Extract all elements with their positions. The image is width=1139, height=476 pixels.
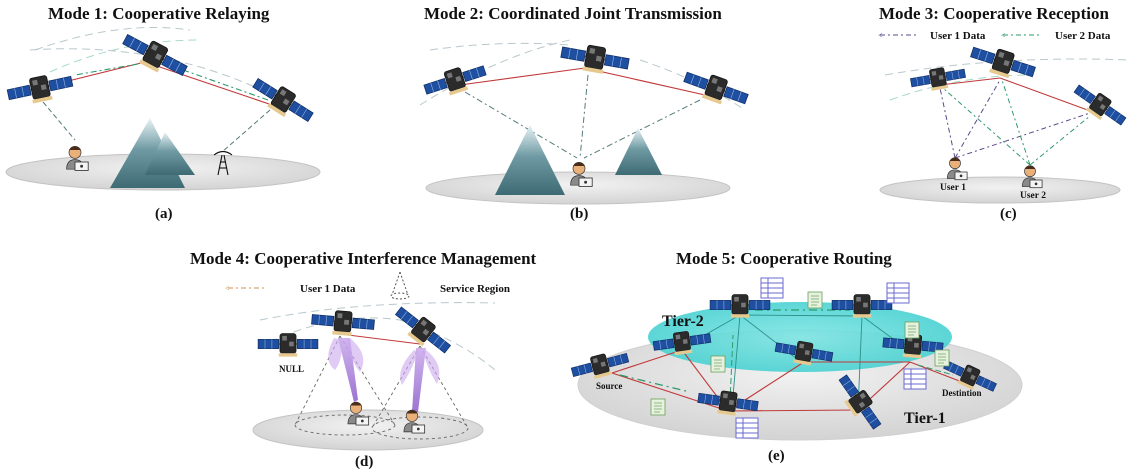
routing-table-icon [760,277,784,299]
panel-b-caption: (b) [570,206,589,222]
panel-c-caption: (c) [1000,206,1017,222]
panel-a-caption: (a) [155,206,173,222]
isl-link [339,333,421,345]
satellite-icon [5,69,76,109]
tier2-label: Tier-2 [662,313,704,330]
data-packet-icon [650,398,666,416]
isl-link [144,61,276,107]
satellite-icon [680,65,752,113]
satellite-icon [1069,79,1130,132]
legend-service-region-label: Service Region [440,283,510,295]
panel-d-caption: (d) [355,454,374,470]
isl-link [584,67,706,96]
panel-b-title: Mode 2: Coordinated Joint Transmission [424,4,722,23]
null-label: NULL [279,364,304,374]
satellite-icon [117,28,191,85]
user-icon [946,157,968,181]
routing-table-icon [886,282,910,304]
satellite-icon [247,72,318,130]
mountain-icon [495,125,662,195]
ground-plane [879,176,1121,204]
mountain-icon [110,118,195,188]
routing-table-icon [903,368,927,390]
panel-a [5,27,321,191]
panel-d: < User 1 Data Service Region NULL [225,271,510,451]
data-packet-icon [904,321,920,339]
satellite-icon [908,63,968,95]
satellite-icon [257,333,319,358]
svg-text:<: < [225,284,230,293]
tier2-plane [648,302,952,372]
legend-user1-label: User 1 Data [300,283,356,295]
legend-user2: < User 2 Data [1001,30,1111,42]
satellite-icon [421,59,490,103]
satellite-icon [558,39,631,79]
data-packet-icon [710,355,726,373]
svg-text:<: < [1001,31,1006,40]
panel-b [419,39,752,205]
beam [412,348,426,412]
service-region-legend-icon [390,271,410,300]
svg-text:<: < [878,31,883,40]
panel-d-title: Mode 4: Cooperative Interference Managem… [190,249,537,268]
routing-table-icon [735,417,759,439]
beam [338,338,358,402]
user-icon [1021,165,1043,189]
panel-a-title: Mode 1: Cooperative Relaying [48,4,270,23]
data-packet-icon [934,349,950,367]
ground-plane [252,409,484,451]
destination-label: Destintion [942,388,982,398]
isl-link [459,67,586,86]
isl-link [939,77,1001,86]
user2-label: User 2 [1020,191,1046,201]
satellite-icon [310,307,376,339]
panel-e-caption: (e) [768,448,785,464]
data-packet-icon [807,291,823,309]
base-station-tower-icon [213,150,233,176]
source-label: Source [596,381,622,391]
panel-c-title: Mode 3: Cooperative Reception [879,4,1109,23]
panel-c: < User 1 Data < User 2 Data User 1 User … [878,30,1131,204]
tier1-label: Tier-1 [904,410,946,427]
panel-e: Tier-2 Tier-1 [569,277,1023,441]
legend-user1-label: User 1 Data [930,30,986,42]
isl-link [999,77,1094,113]
legend-user1: < User 1 Data [878,30,986,42]
legend-user2-label: User 2 Data [1055,30,1111,42]
legend-user1: < User 1 Data [225,283,356,295]
user1-label: User 1 [940,183,966,193]
panel-e-title: Mode 5: Cooperative Routing [676,249,892,268]
